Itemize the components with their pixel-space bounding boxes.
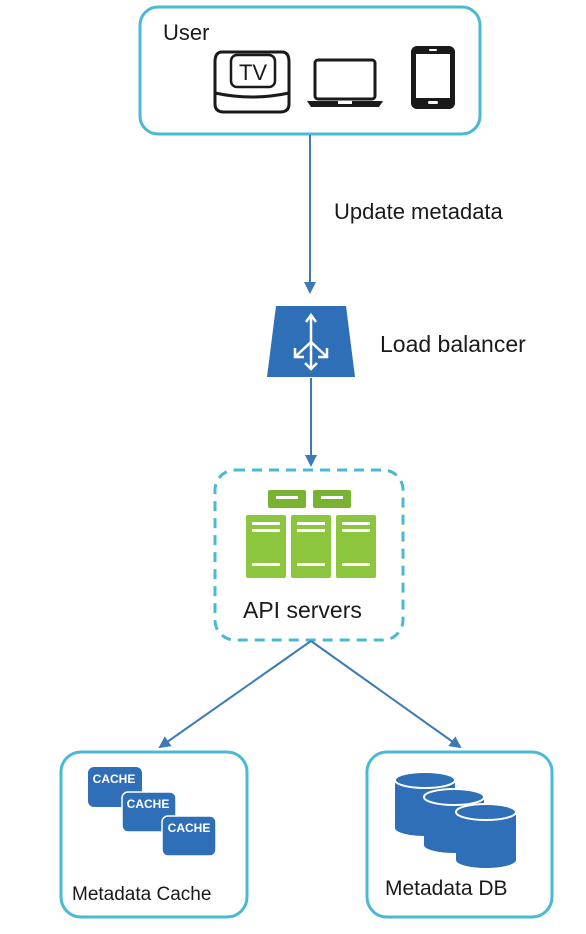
phone-icon [411, 46, 455, 109]
cache-icon: CACHE CACHE CACHE [88, 767, 217, 857]
tv-icon-text: TV [239, 60, 267, 85]
cache-icon-text-1: CACHE [93, 772, 136, 786]
cache-icon-text-2: CACHE [127, 797, 170, 811]
server-rack-icon [246, 490, 376, 578]
edge-update-metadata-label: Update metadata [334, 199, 503, 224]
api-servers-label: API servers [243, 597, 362, 623]
metadata-cache-label: Metadata Cache [72, 884, 212, 905]
load-balancer-icon [267, 306, 355, 377]
database-icon [394, 771, 517, 868]
edge-api-to-db [310, 640, 462, 749]
laptop-icon [307, 58, 383, 107]
load-balancer-label: Load balancer [380, 331, 526, 357]
tv-icon: TV [213, 50, 291, 114]
edge-api-to-cache [158, 640, 312, 749]
user-node-label: User [163, 20, 210, 45]
cache-icon-text-3: CACHE [168, 821, 211, 835]
metadata-db-label: Metadata DB [385, 877, 508, 900]
